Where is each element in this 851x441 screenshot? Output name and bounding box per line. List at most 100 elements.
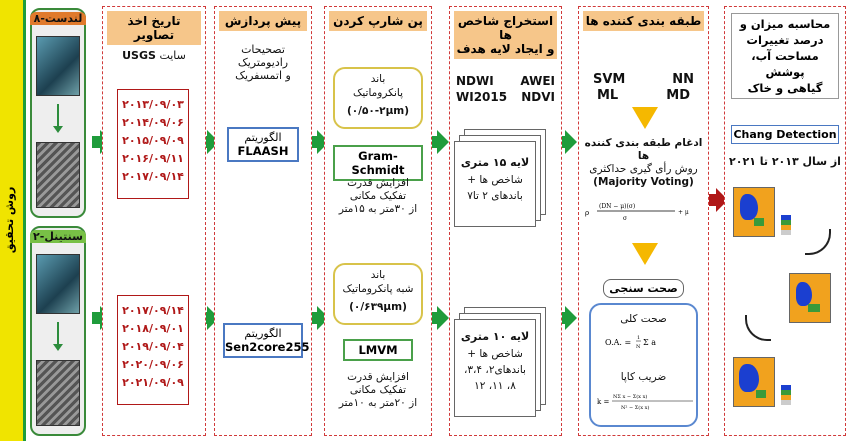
sen2core-box: الگوریتم Sen2core255	[223, 323, 309, 358]
svg-text:+ μ: + μ	[678, 209, 689, 216]
pansharp-column: پن شارپ کردن باند پانکروماتیک (۰/۵۰-۲μm)…	[324, 6, 432, 436]
index-awei: AWEI	[520, 74, 555, 88]
map-thumbnail	[733, 357, 775, 407]
source-site: سایت	[159, 49, 186, 62]
source-name: USGS	[122, 49, 156, 62]
layer-line: لایه ۱۵ متری	[460, 156, 530, 169]
sentinel-pansharp-desc: افزایش قدرت تفکیک مکانی از ۲۰متر به ۱۰مت…	[325, 371, 431, 410]
preprocess-desc: تصحیحات رادیومتریک و اتمسفریک	[215, 43, 311, 82]
date-item: ۲۰۱۳/۰۹/۰۳	[122, 98, 184, 111]
change-title-line: مساحت آب، پوشش	[751, 49, 819, 79]
pan-band-line: (۰/۵۰-۲μm)	[346, 105, 410, 117]
date-item: ۲۰۲۱/۰۹/۰۹	[122, 376, 184, 389]
svg-text:σ: σ	[623, 215, 627, 222]
accuracy-title: صحت سنجی	[603, 279, 684, 298]
sentinel-label: سنتینل-۲	[30, 230, 86, 243]
classifier-ml: ML	[597, 88, 619, 103]
desc-line: از ۳۰متر به ۱۵متر	[338, 203, 418, 215]
svg-text:O.A. =: O.A. =	[605, 338, 631, 347]
svg-text:NΣ x − Σ(x x): NΣ x − Σ(x x)	[613, 393, 647, 400]
merge-line: ادغام طبقه بندی کننده ها	[584, 137, 703, 162]
lmvm-box: LMVM	[343, 339, 413, 361]
classifiers-column: طبقه بندی کننده ها SVM NN ML MD ادغام طب…	[578, 6, 709, 436]
map-legend	[781, 385, 791, 405]
landsat-pansharp-desc: افزایش قدرت تفکیک مکانی از ۳۰متر به ۱۵مت…	[325, 177, 431, 216]
dates-column-title: تاریخ اخذ تصاویر	[107, 11, 201, 45]
landsat-bands-stack-icon	[36, 142, 80, 208]
overall-accuracy-label: صحت کلی	[620, 313, 667, 325]
landsat-dates-document: ۲۰۱۳/۰۹/۰۳ ۲۰۱۴/۰۹/۰۶ ۲۰۱۵/۰۹/۰۹ ۲۰۱۶/۰۹…	[117, 89, 189, 199]
sentinel-satellite-image	[36, 254, 80, 314]
classifier-svm: SVM	[593, 72, 626, 87]
dates-column: تاریخ اخذ تصاویر USGS سایت ۲۰۱۳/۰۹/۰۳ ۲۰…	[102, 6, 206, 436]
funnel-arrow-icon	[632, 243, 658, 265]
sentinel-down-arrow-icon	[57, 322, 59, 346]
preprocess-desc-line: و اتمسفریک	[235, 69, 291, 82]
period-label: از سال ۲۰۱۳ تا ۲۰۲۱	[729, 155, 841, 168]
funnel-arrow-icon	[632, 107, 658, 129]
svg-text:(DN − μ)(σ): (DN − μ)(σ)	[599, 203, 635, 210]
classifiers-column-title: طبقه بندی کننده ها	[583, 11, 704, 31]
preprocess-desc-line: تصحیحات	[241, 43, 285, 56]
normalization-formula: ρ (DN − μ)(σ) σ + μ	[585, 203, 689, 222]
pan-band-line: باند	[370, 73, 386, 85]
date-item: ۲۰۱۵/۰۹/۰۹	[122, 134, 184, 147]
kappa-label: ضریب کاپا	[620, 371, 667, 383]
indices-column-title: استخراج شاخص ها و ایجاد لایه هدف	[454, 11, 557, 59]
map-thumbnail	[733, 187, 775, 237]
merge-line: (Majority Voting)	[593, 176, 694, 188]
index-ndvi: NDVI	[521, 90, 555, 104]
pan-band-line: پانکروماتیک	[352, 87, 404, 99]
kappa-formula: k = NΣ x − Σ(x x) N² − Σ(x x)	[597, 393, 693, 411]
change-column-title: محاسبه میزان و درصد تغییرات مساحت آب، پو…	[731, 13, 839, 99]
gram-schmidt-box: Gram-Schmidt	[333, 145, 423, 181]
curved-arrow-icon	[805, 229, 831, 255]
arrow-right-icon	[557, 130, 577, 154]
sentinel-bands-stack-icon	[36, 360, 80, 426]
layer-line: شاخص ها +	[467, 348, 523, 360]
date-item: ۲۰۱۹/۰۹/۰۴	[122, 340, 184, 353]
desc-line: افزایش قدرت	[347, 177, 409, 189]
overall-accuracy-formula: O.A. = 1 N Σ a	[605, 335, 656, 350]
change-column: محاسبه میزان و درصد تغییرات مساحت آب، پو…	[724, 6, 846, 436]
desc-line: از ۲۰متر به ۱۰متر	[338, 397, 418, 409]
change-title-line: محاسبه میزان و	[739, 17, 831, 31]
desc-line: افزایش قدرت	[347, 371, 409, 383]
layer-line: شاخص ها +	[467, 174, 523, 186]
curved-arrow-icon	[745, 315, 771, 341]
layer-line: باندهای۲، ۳،۴،	[464, 364, 526, 376]
flaash-label: FLAASH	[237, 144, 289, 158]
date-item: ۲۰۱۶/۰۹/۱۱	[122, 152, 184, 165]
svg-text:N: N	[636, 344, 641, 350]
date-item: ۲۰۱۸/۰۹/۰۱	[122, 322, 184, 335]
method-sidebar-label: روش تحقیق	[3, 186, 16, 254]
layer-line: لایه ۱۰ متری	[460, 330, 530, 343]
indices-column: استخراج شاخص ها و ایجاد لایه هدف NDWI AW…	[449, 6, 562, 436]
date-item: ۲۰۱۷/۰۹/۱۴	[122, 170, 184, 183]
index-ndwi: NDWI	[456, 74, 494, 88]
map-legend	[781, 215, 791, 235]
accuracy-box: صحت کلی O.A. = 1 N Σ a ضریب کاپا k = NΣ …	[589, 303, 698, 427]
change-detection-box: Chang Detection	[731, 125, 839, 144]
pan-band-line: باند	[370, 269, 386, 281]
index-wi2015: WI2015	[456, 90, 508, 104]
pansharp-column-title: پن شارپ کردن	[329, 11, 427, 31]
svg-text:1: 1	[637, 335, 640, 341]
merge-line: روش رأی گیری حداکثری	[589, 163, 698, 175]
map-thumbnail	[789, 273, 831, 323]
algo-label: الگوریتم	[244, 131, 282, 144]
merge-desc: ادغام طبقه بندی کننده ها روش رأی گیری حد…	[579, 137, 708, 189]
landsat-pan-band: باند پانکروماتیک (۰/۵۰-۲μm)	[333, 67, 423, 129]
svg-text:ρ: ρ	[585, 209, 589, 217]
method-sidebar	[0, 0, 26, 441]
layer-line: باندهای ۲ تا۷	[467, 190, 523, 202]
landsat-down-arrowhead-icon	[53, 126, 63, 133]
indices-title-line: استخراج شاخص ها	[457, 14, 554, 42]
landsat-layer-doc: لایه ۱۵ متری شاخص ها + باندهای ۲ تا۷	[454, 141, 536, 227]
source-label: USGS سایت	[103, 49, 205, 62]
sentinel-layer-doc: لایه ۱۰ متری شاخص ها + باندهای۲، ۳،۴، ۸،…	[454, 319, 536, 417]
svg-text:N² − Σ(x x): N² − Σ(x x)	[621, 404, 649, 411]
change-title-line: درصد تغییرات	[746, 33, 824, 47]
arrow-right-icon	[429, 306, 449, 330]
landsat-satellite-image	[36, 36, 80, 96]
